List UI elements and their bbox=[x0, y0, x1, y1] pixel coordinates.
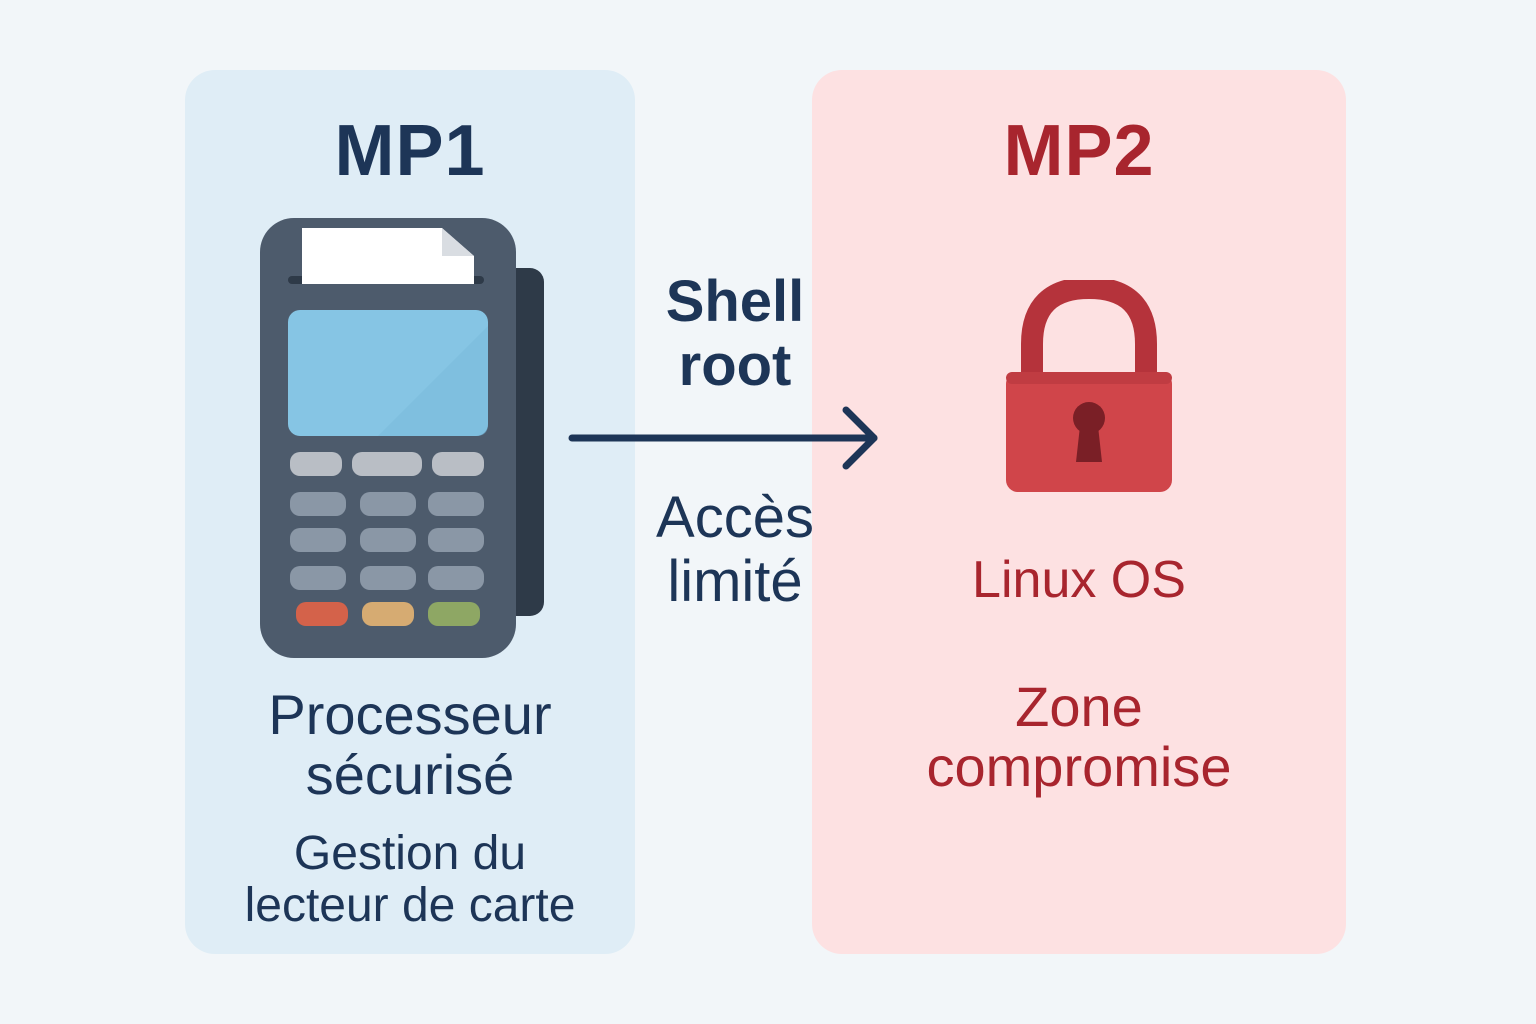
mp1-title: MP1 bbox=[334, 111, 486, 191]
mp1-desc-line2: lecteur de carte bbox=[244, 879, 576, 932]
arrow-right-icon bbox=[568, 406, 878, 470]
connector-bottom-line2: limité bbox=[667, 549, 803, 614]
mp1-panel: MP1 Processeur sécurisé Gestion du lecte… bbox=[185, 70, 635, 954]
mp2-panel: MP2 Linux OS Zone compromise bbox=[812, 70, 1346, 954]
padlock-icon bbox=[1006, 280, 1172, 492]
mp2-title: MP2 bbox=[1003, 111, 1155, 191]
connector-top-line1: Shell bbox=[665, 269, 805, 334]
payment-terminal-icon bbox=[260, 218, 544, 658]
mp1-desc-line1: Gestion du bbox=[293, 827, 527, 880]
mp2-zone-line2: compromise bbox=[926, 735, 1232, 798]
connector-top-line2: root bbox=[678, 333, 792, 398]
mp2-os-label: Linux OS bbox=[972, 551, 1186, 609]
mp2-zone-line1: Zone bbox=[1015, 675, 1143, 738]
connector-bottom-line1: Accès bbox=[656, 485, 814, 550]
mp1-subtitle-line1: Processeur bbox=[268, 683, 552, 746]
mp1-subtitle-line2: sécurisé bbox=[305, 743, 515, 806]
